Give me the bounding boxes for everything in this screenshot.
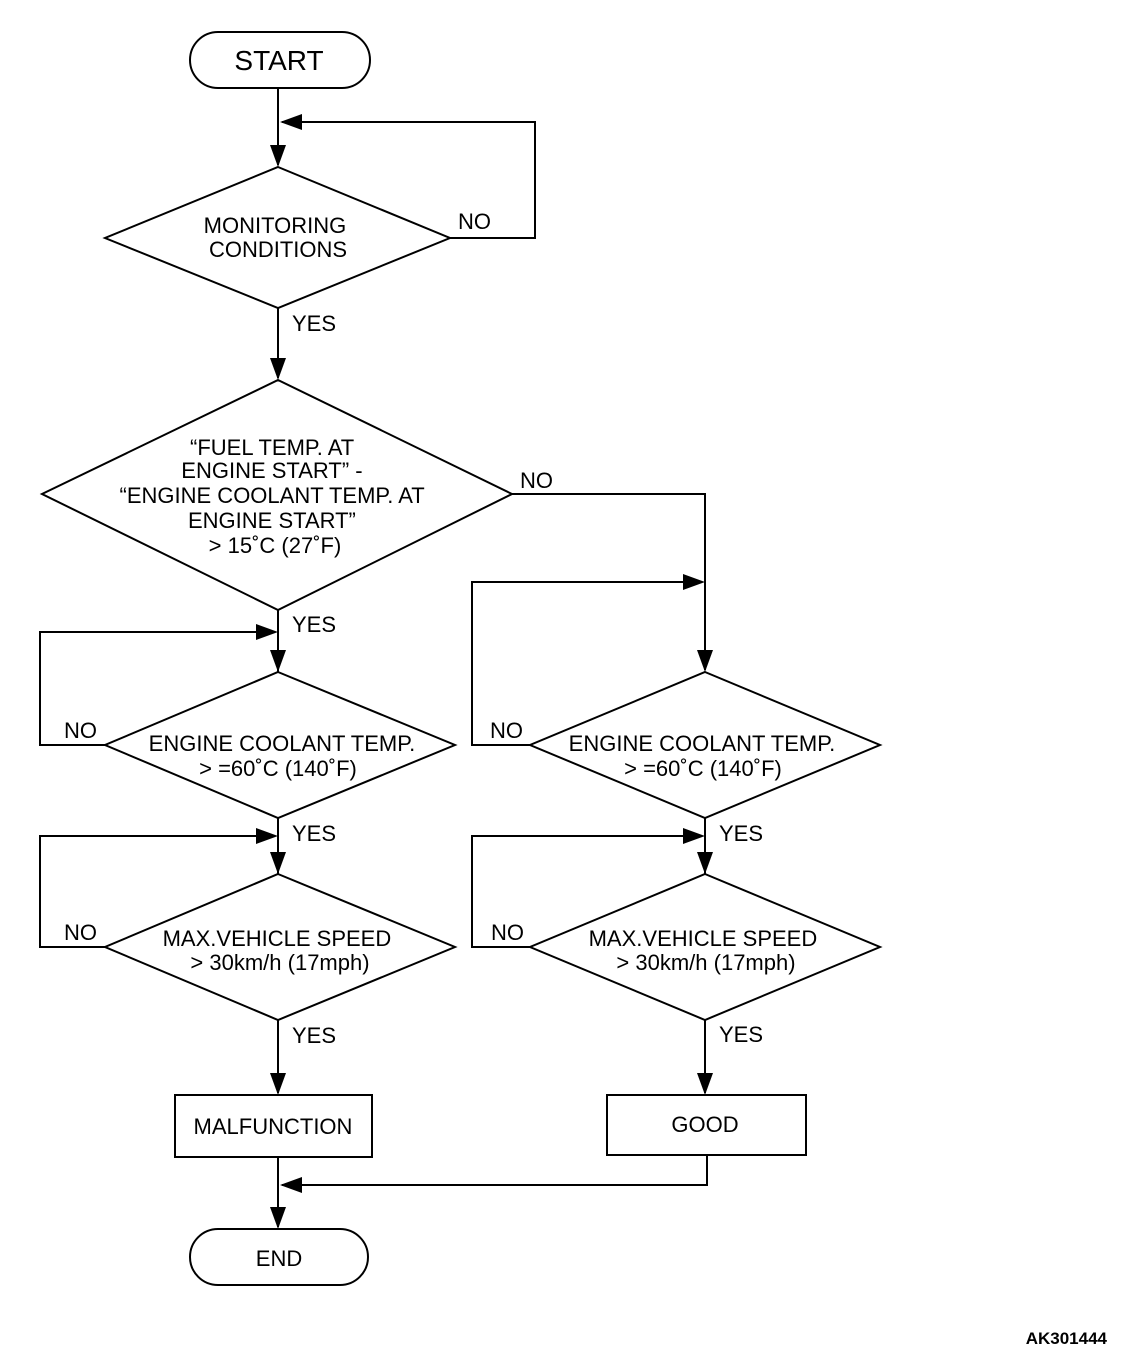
start-label: START — [234, 45, 323, 76]
decision-coolant-left-shape — [102, 670, 458, 820]
arrowhead-down — [270, 650, 286, 672]
decision-fuel-temp-shape — [39, 378, 515, 612]
connector-coolant-right-no-loop — [471, 581, 700, 746]
decision-coolant-right-shape — [527, 670, 883, 820]
arrowhead-down — [270, 852, 286, 874]
connector-monitoring-no-loop — [282, 121, 536, 239]
decision-coolant-right-text: ENGINE COOLANT TEMP. > =60˚C (140˚F) — [569, 731, 842, 781]
decision-coolant-left-text: ENGINE COOLANT TEMP. > =60˚C (140˚F) — [149, 731, 422, 781]
arrowhead-right — [256, 828, 278, 844]
start-shape — [189, 31, 371, 89]
label-coolant-left-yes: YES — [292, 821, 336, 846]
arrowheads — [256, 114, 713, 1229]
end-terminal: END — [189, 1228, 369, 1286]
end-label: END — [256, 1246, 302, 1271]
arrowhead-left — [280, 114, 302, 130]
label-speed-right-yes: YES — [719, 1022, 763, 1047]
arrowhead-down — [270, 1073, 286, 1095]
label-coolant-right-no: NO — [490, 718, 523, 743]
connector-good-to-end — [282, 1155, 708, 1186]
label-monitoring-no: NO — [458, 209, 491, 234]
arrowhead-left — [280, 1177, 302, 1193]
decision-fuel-temp-text: “FUEL TEMP. AT ENGINE START” - “ENGINE C… — [120, 435, 431, 558]
end-shape — [189, 1228, 369, 1286]
label-speed-left-yes: YES — [292, 1023, 336, 1048]
process-malfunction-label: MALFUNCTION — [194, 1114, 353, 1139]
arrowhead-down — [697, 852, 713, 874]
process-good-shape — [606, 1094, 807, 1156]
label-coolant-left-no: NO — [64, 718, 97, 743]
decision-speed-left-text: MAX.VEHICLE SPEED > 30km/h (17mph) — [163, 926, 398, 975]
figure-id: AK301444 — [1026, 1329, 1108, 1348]
decision-monitoring-shape — [102, 165, 453, 310]
label-monitoring-yes: YES — [292, 311, 336, 336]
decision-monitoring-text: MONITORING CONDITIONS — [204, 213, 353, 262]
process-malfunction-shape — [174, 1094, 373, 1158]
process-good: GOOD — [606, 1094, 807, 1156]
process-malfunction: MALFUNCTION — [174, 1094, 373, 1158]
decision-speed-right-text: MAX.VEHICLE SPEED > 30km/h (17mph) — [589, 926, 824, 975]
connector-coolant-left-no-loop — [39, 631, 274, 746]
decision-speed-left: MAX.VEHICLE SPEED > 30km/h (17mph) — [102, 872, 458, 1022]
decision-fuel-temp: “FUEL TEMP. AT ENGINE START” - “ENGINE C… — [39, 378, 515, 612]
arrowhead-right — [256, 624, 278, 640]
arrowhead-down — [697, 650, 713, 672]
connector-speed-left-no-loop — [39, 835, 274, 948]
label-fuel-yes: YES — [292, 612, 336, 637]
decision-coolant-right: ENGINE COOLANT TEMP. > =60˚C (140˚F) — [527, 670, 883, 820]
arrowhead-right — [683, 574, 705, 590]
arrowhead-down — [270, 1207, 286, 1229]
decision-speed-right-shape — [527, 872, 883, 1022]
start-terminal: START — [189, 31, 371, 89]
arrowhead-down — [270, 358, 286, 380]
connector-fuel-no — [512, 493, 706, 670]
decision-monitoring-conditions: MONITORING CONDITIONS — [102, 165, 453, 310]
decision-speed-left-shape — [102, 872, 458, 1022]
label-speed-left-no: NO — [64, 920, 97, 945]
label-coolant-right-yes: YES — [719, 821, 763, 846]
label-speed-right-no: NO — [491, 920, 524, 945]
arrowhead-down — [270, 145, 286, 167]
connector-speed-right-no-loop — [471, 835, 700, 948]
label-fuel-no: NO — [520, 468, 553, 493]
arrowhead-right — [683, 828, 705, 844]
decision-speed-right: MAX.VEHICLE SPEED > 30km/h (17mph) — [527, 872, 883, 1022]
decision-coolant-left: ENGINE COOLANT TEMP. > =60˚C (140˚F) — [102, 670, 458, 820]
arrowhead-down — [697, 1073, 713, 1095]
process-good-label: GOOD — [671, 1112, 738, 1137]
